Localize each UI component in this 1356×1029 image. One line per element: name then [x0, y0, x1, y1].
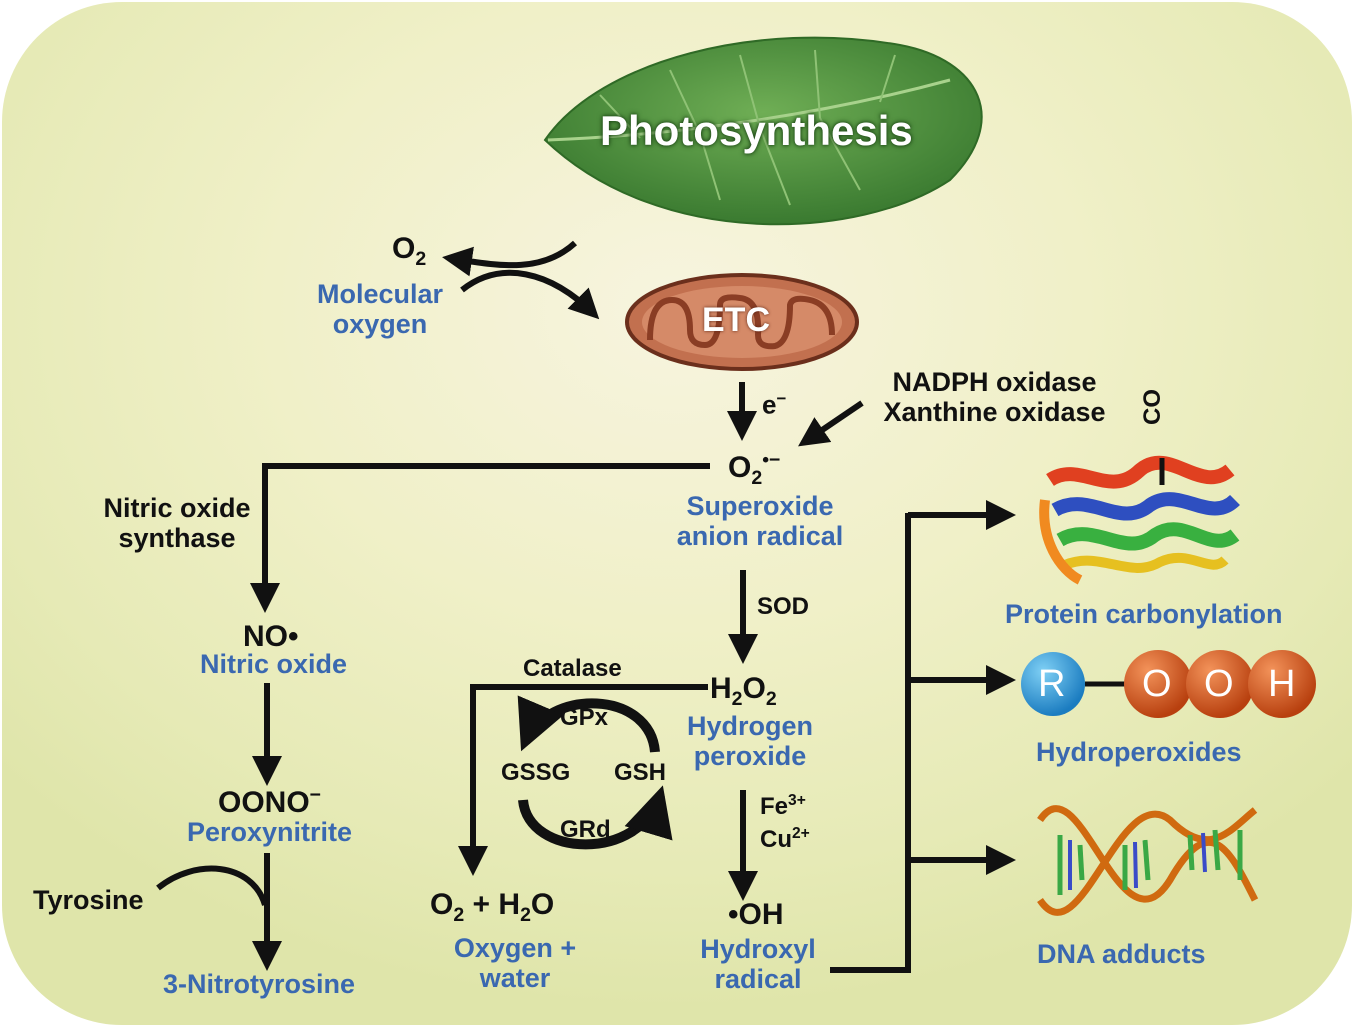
orb-h-label: H [1268, 663, 1296, 705]
protein-structure-image [1039, 455, 1240, 585]
dna-helix-image [1037, 805, 1259, 916]
h2o2-formula: H2O2 [710, 672, 777, 710]
peroxynitrite-label: Peroxynitrite [187, 817, 353, 847]
hydroxyl-formula: •OH [728, 898, 784, 931]
mitochondrion-image [625, 273, 859, 371]
oxygen-water-formula: O2 + H2O [430, 888, 555, 926]
orb-o1-label: O [1142, 663, 1172, 705]
metal-ions-label: Fe3+ Cu2+ [760, 792, 810, 854]
orb-o2-label: O [1204, 663, 1234, 705]
oxygen-water-label: Oxygen +water [453, 933, 577, 993]
nitrotyrosine-label: 3-Nitrotyrosine [163, 969, 356, 999]
catalase-label: Catalase [523, 655, 622, 682]
electron-label: e− [762, 389, 787, 420]
protein-carbonylation-label: Protein carbonylation [1005, 599, 1283, 629]
leaf-image [543, 36, 983, 226]
grd-label: GRd [560, 816, 611, 843]
carbonyl-co-label: CO [1139, 389, 1166, 425]
orb-r-label: R [1038, 663, 1066, 705]
photosynthesis-title: Photosynthesis [600, 107, 913, 154]
dna-adducts-label: DNA adducts [1037, 939, 1206, 969]
gsh-label: GSH [614, 759, 667, 786]
hydroperoxides-label: Hydroperoxides [1036, 737, 1242, 767]
gpx-label: GPx [560, 704, 609, 731]
nitric-oxide-label: Nitric oxide [200, 649, 348, 679]
gssg-label: GSSG [501, 759, 571, 786]
etc-label: ETC [702, 301, 770, 339]
superoxide-formula: O2•− [728, 449, 781, 489]
nitric-oxide-formula: NO• [243, 620, 299, 653]
hydroperoxide-molecule-image [1021, 650, 1316, 718]
tyrosine-label: Tyrosine [33, 885, 144, 915]
o2-formula: O2 [392, 232, 427, 270]
sod-label: SOD [757, 593, 810, 620]
peroxynitrite-formula: OONO− [218, 784, 322, 819]
